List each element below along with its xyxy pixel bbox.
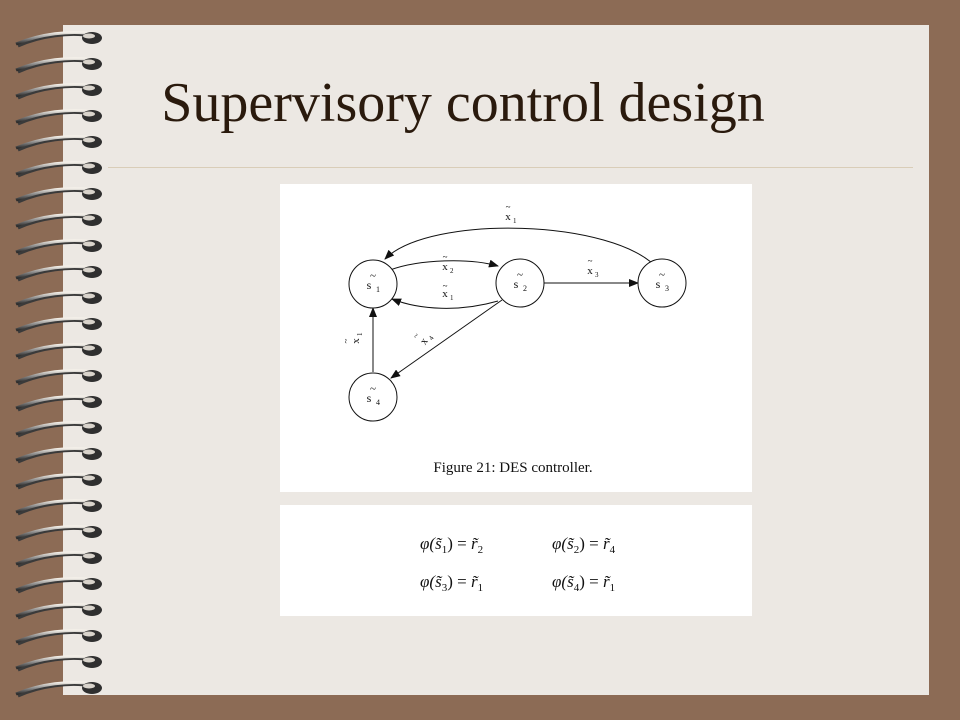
- label-edge-s2-s4: ~ x 4: [410, 331, 436, 347]
- svg-text:1: 1: [376, 285, 380, 294]
- formula-panel: φ(s̃1) = r̃2 φ(s̃2) = r̃4 φ(s̃3) = r̃1 φ…: [280, 505, 752, 616]
- edge-s2-s4: [390, 299, 503, 379]
- state-s1: ~ s 1: [348, 259, 398, 309]
- formula-s4: φ(s̃4) = r̃1: [552, 572, 615, 594]
- label-edge-s2-s3: ~ x 3: [587, 256, 599, 279]
- spiral-ring: [15, 316, 102, 334]
- spiral-ring: [15, 160, 102, 178]
- svg-text:φ(s̃4) = r̃1: φ(s̃4) = r̃1: [552, 572, 615, 594]
- formula-block: φ(s̃1) = r̃2 φ(s̃2) = r̃4 φ(s̃3) = r̃1 φ…: [420, 534, 616, 594]
- edge-s1-s2: [389, 259, 499, 271]
- spiral-ring: [15, 498, 102, 516]
- formula-s3: φ(s̃3) = r̃1: [420, 572, 483, 594]
- svg-text:φ(s̃3) = r̃1: φ(s̃3) = r̃1: [420, 572, 483, 594]
- spiral-ring: [15, 134, 102, 152]
- spiral-ring: [15, 264, 102, 282]
- svg-text:x: x: [350, 338, 362, 344]
- state-s2: ~ s 2: [495, 258, 545, 308]
- svg-text:~: ~: [517, 269, 523, 281]
- svg-text:1: 1: [356, 332, 364, 336]
- spiral-ring: [15, 576, 102, 594]
- state-s3: ~ s 3: [637, 258, 687, 308]
- svg-text:φ(s̃2) = r̃4: φ(s̃2) = r̃4: [552, 534, 616, 556]
- edge-s2-s1: [391, 298, 499, 309]
- spiral-ring: [15, 212, 102, 230]
- svg-text:s: s: [367, 278, 372, 292]
- spiral-ring: [15, 602, 102, 620]
- svg-text:3: 3: [595, 271, 599, 279]
- formula-s1: φ(s̃1) = r̃2: [420, 534, 483, 556]
- state-s4: ~ s 4: [348, 372, 398, 422]
- svg-text:~: ~: [443, 281, 448, 291]
- formula-s2: φ(s̃2) = r̃4: [552, 534, 616, 556]
- svg-text:s: s: [367, 391, 372, 405]
- svg-text:2: 2: [450, 267, 454, 275]
- spiral-ring: [15, 342, 102, 360]
- spiral-ring: [15, 56, 102, 74]
- svg-text:s: s: [514, 277, 519, 291]
- svg-text:~: ~: [410, 331, 421, 341]
- svg-text:x: x: [505, 211, 511, 223]
- spiral-binding: [15, 30, 102, 698]
- spiral-ring: [15, 524, 102, 542]
- spiral-ring: [15, 368, 102, 386]
- spiral-ring: [15, 472, 102, 490]
- spiral-ring: [15, 628, 102, 646]
- svg-text:4: 4: [427, 334, 436, 342]
- label-edge-s1-s2: ~ x 2: [442, 252, 454, 275]
- spiral-ring: [15, 420, 102, 438]
- spiral-ring: [15, 30, 102, 48]
- svg-text:2: 2: [523, 284, 527, 293]
- svg-text:x: x: [418, 335, 431, 347]
- svg-text:x: x: [442, 261, 448, 273]
- svg-text:~: ~: [370, 270, 376, 282]
- label-edge-s4-s1: ~ x 1: [341, 332, 364, 344]
- spiral-ring: [15, 82, 102, 100]
- svg-text:~: ~: [588, 256, 593, 266]
- svg-text:x: x: [587, 265, 593, 277]
- spiral-ring: [15, 108, 102, 126]
- edge-s3-s1: [384, 227, 659, 270]
- spiral-ring: [15, 680, 102, 698]
- spiral-ring: [15, 446, 102, 464]
- label-edge-s3-s1: ~ x 1: [505, 202, 517, 225]
- state-diagram-panel: ~ s 1 ~ s 2 ~ s 3 ~ s 4 ~ x 1 ~: [280, 184, 752, 492]
- slide-title: Supervisory control design: [161, 72, 765, 134]
- svg-text:~: ~: [443, 252, 448, 262]
- figure-caption: Figure 21: DES controller.: [433, 460, 592, 476]
- svg-text:~: ~: [659, 269, 665, 281]
- title-divider: [108, 167, 913, 168]
- spiral-ring: [15, 186, 102, 204]
- svg-text:s: s: [656, 277, 661, 291]
- svg-text:x: x: [442, 288, 448, 300]
- spiral-ring: [15, 654, 102, 672]
- spiral-ring: [15, 394, 102, 412]
- svg-text:~: ~: [506, 202, 511, 212]
- svg-text:4: 4: [376, 398, 380, 407]
- svg-text:1: 1: [513, 217, 517, 225]
- spiral-ring: [15, 550, 102, 568]
- label-edge-s2-s1: ~ x 1: [442, 281, 454, 302]
- svg-text:1: 1: [450, 294, 454, 302]
- svg-text:φ(s̃1) = r̃2: φ(s̃1) = r̃2: [420, 534, 483, 556]
- spiral-ring: [15, 290, 102, 308]
- svg-text:3: 3: [665, 284, 669, 293]
- state-diagram: ~ s 1 ~ s 2 ~ s 3 ~ s 4 ~ x 1 ~: [341, 202, 687, 476]
- svg-text:~: ~: [341, 338, 351, 343]
- svg-text:~: ~: [370, 383, 376, 395]
- spiral-ring: [15, 238, 102, 256]
